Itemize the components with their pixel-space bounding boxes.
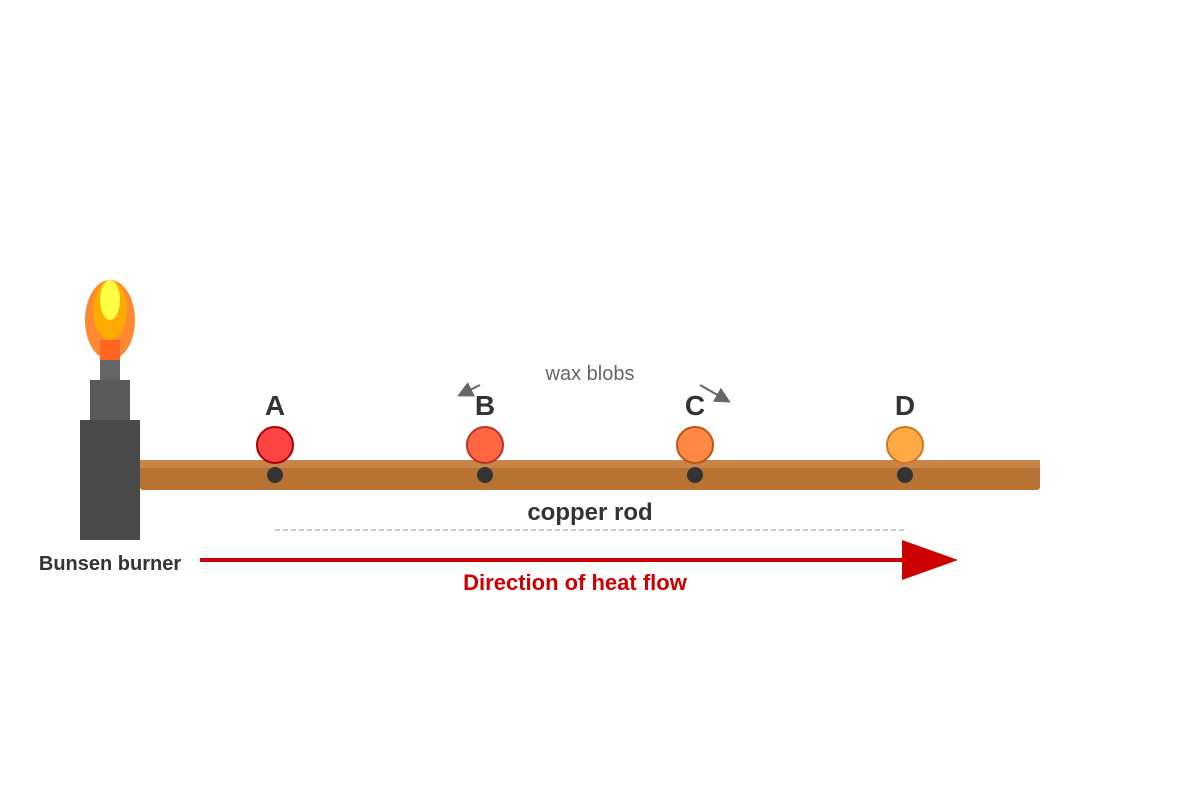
heat-flow-label: Direction of heat flow (463, 570, 688, 595)
wax-blob-point: D (886, 390, 924, 483)
wax-blob (886, 426, 924, 464)
wax-blob-points: A B C D (256, 390, 924, 483)
rod-highlight (140, 460, 1040, 468)
bunsen-burner (80, 280, 140, 540)
arrow-right-icon (902, 540, 958, 580)
rod-contact-dot (897, 467, 913, 483)
wax-blob (466, 426, 504, 464)
wax-blob (676, 426, 714, 464)
flame-icon (85, 280, 135, 360)
wax-pointer-right-arrow-icon (699, 384, 731, 403)
rod-contact-dot (687, 467, 703, 483)
wax-blob-point: A (256, 390, 294, 483)
point-label: A (265, 390, 285, 421)
wax-annotation: wax blobs (457, 363, 731, 403)
burner-collar (90, 380, 130, 420)
wax-blob (256, 426, 294, 464)
wax-blob-point: B (466, 390, 504, 483)
heat-flow-arrow (200, 540, 958, 580)
rod-contact-dot (267, 467, 283, 483)
wax-blobs-label: wax blobs (545, 363, 635, 385)
rod-label: copper rod (527, 499, 652, 526)
wax-blob-point: C (676, 390, 714, 483)
burner-base (80, 420, 140, 540)
point-label: B (475, 390, 495, 421)
copper-rod (140, 460, 1040, 490)
point-label: C (685, 390, 705, 421)
burner-label: Bunsen burner (39, 553, 181, 575)
point-label: D (895, 390, 915, 421)
wax-pointer-left-arrow-icon (457, 382, 481, 397)
rod-contact-dot (477, 467, 493, 483)
